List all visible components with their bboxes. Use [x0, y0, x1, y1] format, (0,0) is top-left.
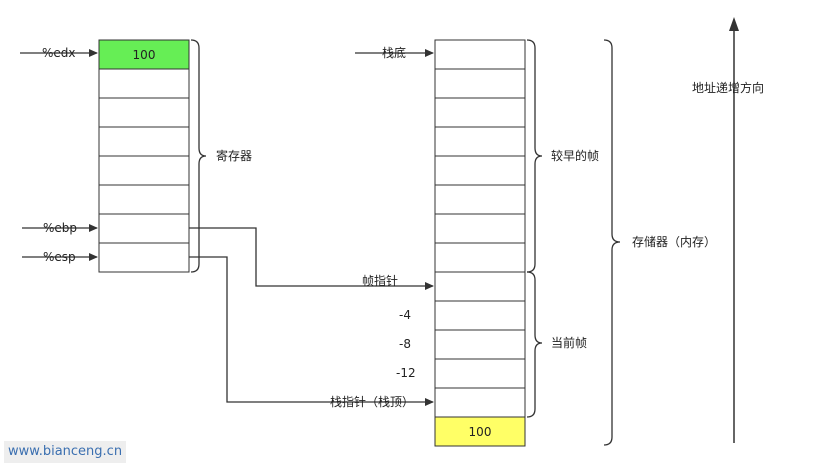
offset-minus-8: -8 [399, 337, 411, 351]
register-cell [98, 68, 190, 99]
current-frame-brace [526, 271, 543, 418]
stack-cell [434, 358, 526, 389]
stack-cell [434, 126, 526, 157]
current-frame-label: 当前帧 [551, 335, 587, 350]
esp-label: %esp [43, 250, 76, 264]
register-cell [98, 97, 190, 128]
register-cell [98, 184, 190, 215]
stack-cell [434, 242, 526, 273]
frame-pointer-label: 帧指针 [362, 273, 398, 288]
earlier-frames-label: 较早的帧 [551, 148, 599, 163]
register-file: 100 [98, 39, 190, 273]
stack-cell [434, 329, 526, 360]
ebp-label: %ebp [43, 221, 77, 235]
stack-bottom-label: 栈底 [382, 45, 406, 60]
address-direction-label: 地址递增方向 [692, 80, 764, 95]
register-cell-ebp [98, 213, 190, 244]
watermark: www.bianceng.cn [4, 441, 127, 463]
stack-cell [434, 155, 526, 186]
offset-minus-4: -4 [399, 308, 411, 322]
stack-cell [434, 97, 526, 128]
stack-cell-frame-pointer [434, 271, 526, 302]
stack-cell [434, 68, 526, 99]
offset-minus-12: -12 [396, 366, 416, 380]
edx-value: 100 [133, 48, 156, 62]
stack-cell [434, 184, 526, 215]
register-cell-edx [98, 39, 190, 70]
stack-cell [434, 39, 526, 70]
register-cell-esp [98, 242, 190, 273]
register-brace [190, 39, 207, 273]
earlier-frames-brace [526, 39, 543, 273]
register-cell [98, 126, 190, 157]
stack-top-value: 100 [469, 425, 492, 439]
stack-cell [434, 300, 526, 331]
stack-cell-top [434, 416, 526, 447]
stack-cell [434, 213, 526, 244]
stack-pointer-connector [189, 256, 434, 406]
register-group-label: 寄存器 [216, 148, 252, 163]
frame-pointer-connector [189, 227, 434, 290]
address-direction-arrowhead [729, 17, 739, 31]
memory-stack: 100 [434, 39, 526, 447]
stack-pointer-label: 栈指针（栈顶） [330, 394, 414, 409]
memory-brace [603, 39, 621, 446]
register-cell [98, 155, 190, 186]
memory-label: 存储器（内存） [632, 234, 716, 249]
edx-label: %edx [42, 46, 76, 60]
stack-cell-stack-pointer [434, 387, 526, 418]
